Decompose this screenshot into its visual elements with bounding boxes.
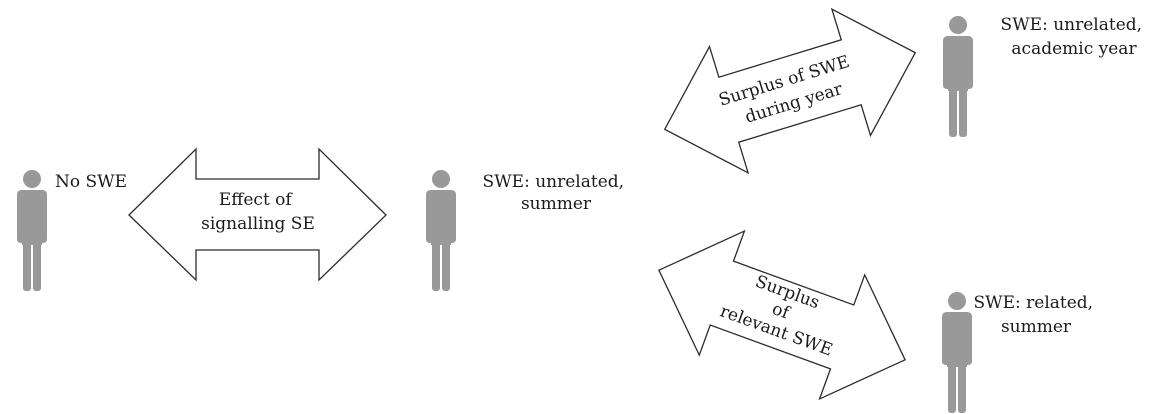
label-line: summer <box>1001 317 1072 337</box>
label-line: academic year <box>1011 39 1137 59</box>
person-icon-unrelated-academic-year <box>943 16 973 137</box>
person-icon-no-swe <box>17 170 47 291</box>
person-label-unrelated-summer: SWE: unrelated, summer <box>483 172 630 214</box>
person-label-related-summer: SWE: related, summer <box>973 293 1098 337</box>
label-line: summer <box>521 194 592 214</box>
label-line: signalling SE <box>201 214 315 234</box>
double-arrow-surplus-during-year: Surplus of SWE during year <box>663 7 917 175</box>
person-label-unrelated-academic-year: SWE: unrelated, academic year <box>1001 15 1148 59</box>
person-label-no-swe: No SWE <box>55 172 127 192</box>
arrow-label-effect-signalling: Effect of signalling SE <box>201 190 315 234</box>
label-line: Effect of <box>219 190 294 210</box>
label-line: SWE: related, <box>973 293 1093 313</box>
label-line: SWE: unrelated, <box>483 172 625 192</box>
person-icon-unrelated-summer <box>426 170 456 291</box>
double-arrow-effect-signalling: Effect of signalling SE <box>128 147 387 282</box>
double-arrow-surplus-relevant: Surplus of relevant SWE <box>658 229 906 401</box>
person-icon-related-summer <box>942 292 972 413</box>
label-line: SWE: unrelated, <box>1001 15 1143 35</box>
label-line: No SWE <box>55 172 127 192</box>
